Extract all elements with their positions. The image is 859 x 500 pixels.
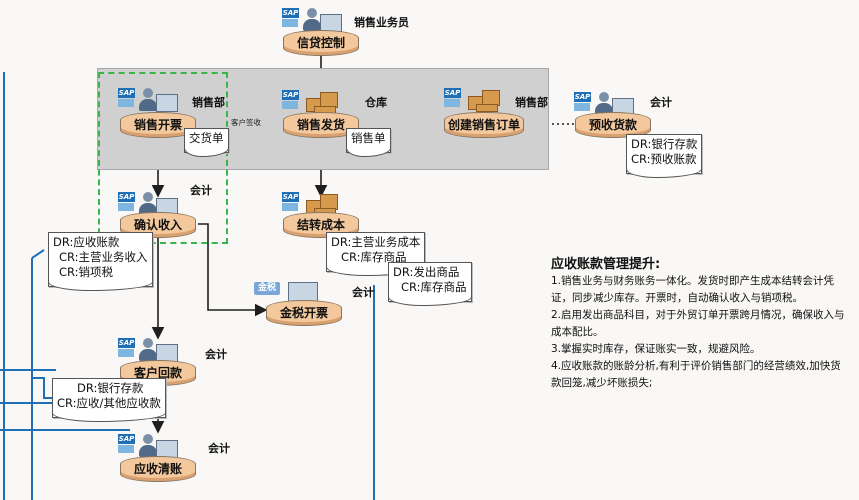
warehouse-boxes-icon: SAP <box>282 90 344 118</box>
role-accounting: 会计 <box>650 96 672 109</box>
warehouse-boxes-icon: SAP <box>444 88 506 116</box>
note-item: 1.销售业务与财务账务一体化。发货时即产生成本结转会计凭证，同步减少库存。开票时… <box>551 275 835 304</box>
node-advance-receipt[interactable]: 预收货款 <box>575 112 651 138</box>
label-customer-sign: 客户签收 <box>230 117 262 128</box>
note-item: 2.启用发出商品科目，对于外贸订单开票跨月情况，确保收入与成本配比。 <box>551 309 845 338</box>
note-item: 4.应收账款的账龄分析,有利于评价销售部门的经营绩效,加快货款回笼,减少坏账损失… <box>551 360 841 389</box>
role-accounting: 会计 <box>352 286 374 299</box>
role-accounting: 会计 <box>205 348 227 361</box>
role-sales-dept: 销售部 <box>192 96 225 109</box>
notes-list: 1.销售业务与财务账务一体化。发货时即产生成本结转会计凭证，同步减少库存。开票时… <box>551 273 851 392</box>
node-tax-invoice[interactable]: 金税开票 <box>266 300 342 326</box>
role-sales-staff: 销售业务员 <box>354 16 409 29</box>
dashed-group-box <box>98 72 228 244</box>
tax-badge-icon: 金税 <box>254 282 280 295</box>
node-sales-billing[interactable]: 销售开票 <box>120 112 196 138</box>
role-warehouse: 仓库 <box>365 96 387 109</box>
node-ar-clearing[interactable]: 应收清账 <box>120 456 196 482</box>
user-computer-icon: SAP <box>282 8 344 36</box>
role-accounting: 会计 <box>190 184 212 197</box>
note-item: 3.掌握实时库存，保证账实一致，规避风险。 <box>551 343 761 355</box>
node-credit-control[interactable]: 信贷控制 <box>283 30 359 56</box>
role-sales-dept: 销售部 <box>515 96 548 109</box>
role-accounting: 会计 <box>208 442 230 455</box>
node-create-order[interactable]: 创建销售订单 <box>444 112 524 138</box>
node-customer-payment[interactable]: 客户回款 <box>120 360 196 386</box>
notes-title: 应收账款管理提升: <box>551 257 661 272</box>
node-carry-cost[interactable]: 结转成本 <box>283 212 359 238</box>
doc-delivery-note: 交货单 <box>184 128 229 157</box>
doc-sales-note: 销售单 <box>346 128 391 157</box>
